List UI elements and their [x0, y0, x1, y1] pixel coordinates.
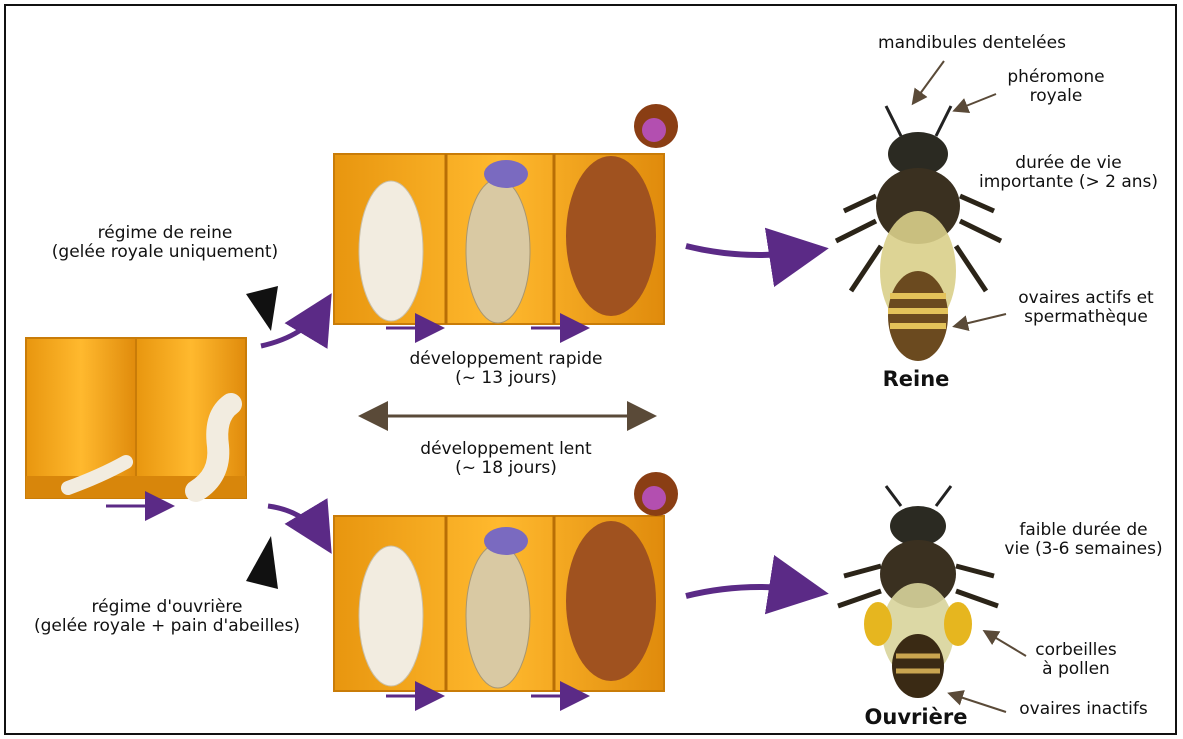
worker-lifespan-line1: faible durée de	[991, 521, 1176, 540]
queen-pheromone-line2: royale	[991, 87, 1121, 106]
queen-bee	[836, 106, 1001, 361]
arrow-to-worker	[686, 587, 811, 596]
worker-pollen-line1: corbeilles	[1016, 641, 1136, 660]
pollen-basket-left	[864, 602, 892, 646]
worker-ovaries-label: ovaires inactifs	[1001, 700, 1166, 719]
queen-diet-label: régime de reine (gelée royale uniquement…	[30, 224, 300, 262]
fast-dev-line1: développement rapide	[386, 350, 626, 369]
worker-title: Ouvrière	[846, 708, 986, 727]
worker-diet-line2: (gelée royale + pain d'abeilles)	[6, 617, 328, 636]
queen-mandibles-label: mandibules dentelées	[872, 34, 1072, 53]
colored-pupa	[466, 179, 530, 323]
queen-pheromone-label: phéromone royale	[991, 68, 1121, 106]
slow-dev-label: développement lent (~ 18 jours)	[386, 440, 626, 478]
queen-diet-line2: (gelée royale uniquement)	[30, 243, 300, 262]
adult-pupa	[566, 156, 656, 316]
fast-dev-label: développement rapide (~ 13 jours)	[386, 350, 626, 388]
queen-diet-line1: régime de reine	[30, 224, 300, 243]
queen-title: Reine	[856, 370, 976, 389]
queen-pupa-cells	[334, 104, 678, 328]
queen-diet-pointer	[246, 286, 278, 331]
slow-dev-line1: développement lent	[386, 440, 626, 459]
worker-bee	[838, 486, 998, 698]
worker-pupa-cells	[334, 472, 678, 696]
worker-pollen-line2: à pollen	[1016, 660, 1136, 679]
worker-diet-pointer	[246, 536, 278, 589]
pollen-basket-right	[944, 602, 972, 646]
arrow-to-worker-path	[268, 506, 324, 541]
arrow-to-queen	[686, 246, 811, 255]
queen-lifespan-line2: importante (> 2 ans)	[961, 173, 1176, 192]
slow-dev-line2: (~ 18 jours)	[386, 459, 626, 478]
queen-ovaries-label: ovaires actifs et spermathèque	[1001, 289, 1171, 327]
fast-dev-line2: (~ 13 jours)	[386, 369, 626, 388]
diagram-frame: régime de reine (gelée royale uniquement…	[4, 4, 1177, 735]
queen-pheromone-line1: phéromone	[991, 68, 1121, 87]
white-pupa	[359, 181, 423, 321]
queen-lifespan-line1: durée de vie	[961, 154, 1176, 173]
queen-ovaries-line2: spermathèque	[1001, 308, 1171, 327]
worker-lifespan-label: faible durée de vie (3-6 semaines)	[991, 521, 1176, 559]
queen-lifespan-label: durée de vie importante (> 2 ans)	[961, 154, 1176, 192]
queen-ovaries-line1: ovaires actifs et	[1001, 289, 1171, 308]
worker-pollen-label: corbeilles à pollen	[1016, 641, 1136, 679]
worker-diet-label: régime d'ouvrière (gelée royale + pain d…	[6, 598, 328, 636]
worker-lifespan-line2: vie (3-6 semaines)	[991, 540, 1176, 559]
larva-cells	[26, 338, 246, 506]
worker-diet-line1: régime d'ouvrière	[6, 598, 328, 617]
